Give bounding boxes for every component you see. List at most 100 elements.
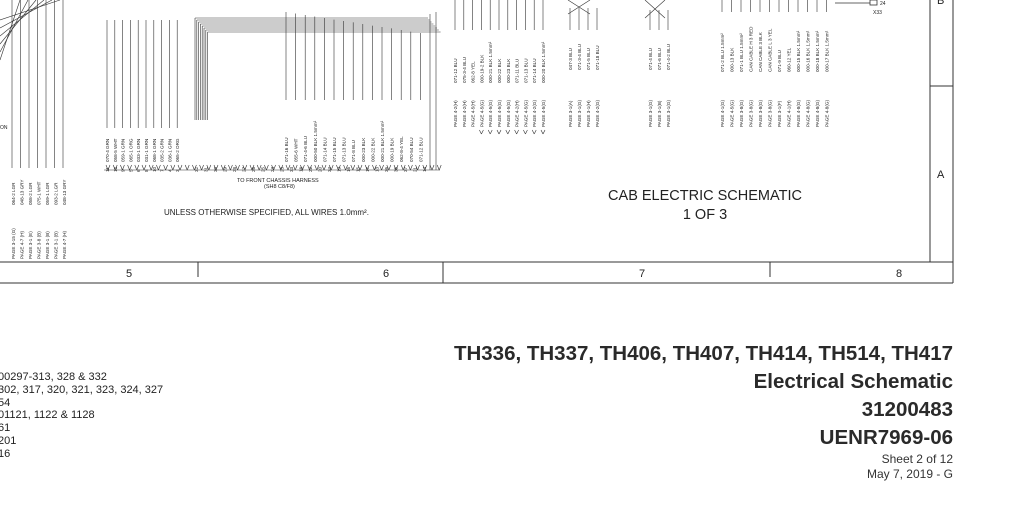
pin-number: 3	[175, 169, 180, 172]
block-f-label: CAN CABLE L 3 YEL	[768, 28, 773, 72]
block-c-label: 071-14 BLU	[532, 58, 537, 83]
block-a-label: 059-1 GRN	[121, 139, 126, 162]
pin-number: 27	[242, 166, 247, 172]
page-ref: PAGE 3-1(H)	[586, 100, 591, 127]
block-a-label: 070-4 GRN	[105, 139, 110, 162]
page-ref: PAGE 4-5(G)	[730, 100, 735, 127]
block-b-label: 055-6 WHT	[294, 138, 299, 162]
block-e-label: 071-4 BLU	[648, 48, 653, 70]
page-ref: PAGE 4-5(G)	[497, 100, 502, 127]
title-block: TH336, TH337, TH406, TH407, TH414, TH514…	[454, 340, 953, 482]
block-b-label: 071-14 BLU	[322, 137, 327, 162]
pin-number: 6	[136, 169, 141, 172]
pin-number: 25	[261, 166, 266, 172]
block-c-label: 000-21 BLK 1.5mm²	[488, 41, 493, 83]
page-ref: PAGE 4-2(H)	[453, 100, 458, 127]
page-ref: PAGE 4-8(G)	[825, 100, 830, 127]
schematic-title-1: CAB ELECTRIC SCHEMATIC	[608, 188, 802, 204]
pin-number: 24	[270, 166, 275, 172]
zone-8: 8	[896, 268, 902, 280]
page-ref: PAGE 4-5(G)	[488, 100, 493, 127]
page-ref: PAGE 4-2(H)	[515, 100, 520, 127]
zone-7: 7	[639, 268, 645, 280]
row-a: A	[937, 169, 945, 181]
drawing-frame	[0, 0, 954, 284]
page-ref: PAGE 3-1(G)	[648, 100, 653, 127]
applicability-item: 201	[0, 434, 17, 447]
pin-number: 14	[422, 166, 427, 172]
block-f-label: 060-12 YEL	[787, 47, 792, 72]
block-a-label: 036-1 GRN	[167, 139, 172, 162]
central-wires	[104, 12, 442, 171]
left-page-ref: PAGE 4-7 (H)	[62, 231, 67, 259]
left-wire-label: 058-2 LGR	[28, 182, 33, 205]
applicability-item: 16	[0, 447, 11, 460]
page-ref: PAGE 4-5(G)	[506, 100, 511, 127]
partial-text-on: ON	[0, 125, 8, 131]
block-d-label: 047-3 BLU	[568, 48, 573, 70]
block-a-label: 035-2 GRN	[160, 139, 165, 162]
block-f-label: 071-1 BLU 1.5mm²	[739, 33, 744, 72]
block-f-label: 000-13 BLK	[730, 47, 735, 72]
page-ref: PAGE 3-1(A)	[568, 100, 573, 127]
connector-x33-label: X33	[873, 10, 882, 16]
block-b-label: 000-50 BLK 1.5mm²	[313, 120, 318, 162]
pin-number: 37	[403, 166, 408, 172]
block-b-label: 000-22 BLK	[370, 137, 375, 162]
page-ref: PAGE 4-8(G)	[796, 100, 801, 127]
schematic-title-2: 1 OF 3	[683, 207, 727, 223]
page-ref: PAGE 4-5(G)	[541, 100, 546, 127]
left-page-ref: PAGE 3-1 (B)	[54, 231, 59, 259]
left-page-ref: PAGE 3-1 (B)	[45, 231, 50, 259]
block-b-label: 071-4-6 BLU	[303, 136, 308, 162]
pin-number: 8	[144, 169, 149, 172]
pin-number: 21	[413, 166, 418, 172]
left-page-ref: PAGE 3-15 (G)	[11, 228, 16, 259]
block-c-label: 000-22 BLK	[497, 58, 502, 83]
pin-number: 11	[105, 167, 110, 172]
pin-number: 12	[113, 166, 118, 172]
block-b-label: 062-8-4 YEL	[399, 136, 404, 162]
block-a-label: 033-1 GRN	[136, 139, 141, 162]
block-a-label: 065-1 ORG	[128, 138, 133, 162]
page-ref: PAGE 4-2(G)	[595, 100, 600, 127]
page-ref: PAGE 4-5(H)	[471, 100, 476, 127]
block-c-label: 071-11 BLU	[515, 59, 520, 83]
page-ref: PAGE 4-5(G)	[523, 100, 528, 127]
block-a-label: 058-5 WHT	[113, 138, 118, 162]
pin-number: 18	[299, 166, 304, 172]
left-wire-label: 059-1 LGR	[45, 182, 50, 205]
left-wire-bundle	[0, 0, 64, 168]
block-c-label: 071-13 BLU	[523, 58, 528, 83]
doc-title: Electrical Schematic	[753, 370, 953, 393]
applicability-item: 01121, 1122 & 1128	[0, 409, 95, 422]
left-wire-label: 093-2 LGR	[54, 182, 59, 205]
left-wire-label: 048-13 GRY	[62, 180, 67, 205]
pin-number: 16	[346, 166, 351, 172]
pin-number: 23	[280, 166, 285, 172]
pin-number: 36	[384, 166, 389, 172]
block-b-label: 071-12 BLU	[418, 137, 423, 162]
doc-number: UENR7969-06	[819, 426, 953, 449]
block-b-label: 070-54 BLU	[409, 137, 414, 162]
pin-number: 4	[167, 169, 172, 172]
right-wires	[454, 0, 827, 135]
page-ref: PAGE 3-1(F)	[777, 100, 782, 127]
harness-line-1: TO FRONT CHASSIS HARNESS	[237, 178, 319, 184]
left-page-ref: PAGE 4-7 (H)	[20, 231, 25, 259]
page-ref: PAGE 4-8(G)	[806, 100, 811, 127]
pin-number: 15	[356, 166, 361, 172]
left-wire-label: 048-13 GRY	[20, 180, 25, 205]
block-c-label: 075-3-4 BLU	[462, 57, 467, 83]
pin-number: 10	[152, 166, 157, 172]
applicability-item: 00297-313, 328 & 332	[0, 371, 107, 383]
page-ref: PAGE 4-1(G)	[720, 100, 725, 127]
page-ref: PAGE 4-5(G)	[479, 100, 484, 127]
connector-x33-pin: 24	[880, 1, 886, 7]
pin-number: 28	[232, 166, 237, 172]
zone-6: 6	[383, 268, 389, 280]
pin-number: 22	[308, 166, 313, 172]
pin-number: 32	[194, 166, 199, 172]
pin-number: 30	[213, 166, 218, 172]
